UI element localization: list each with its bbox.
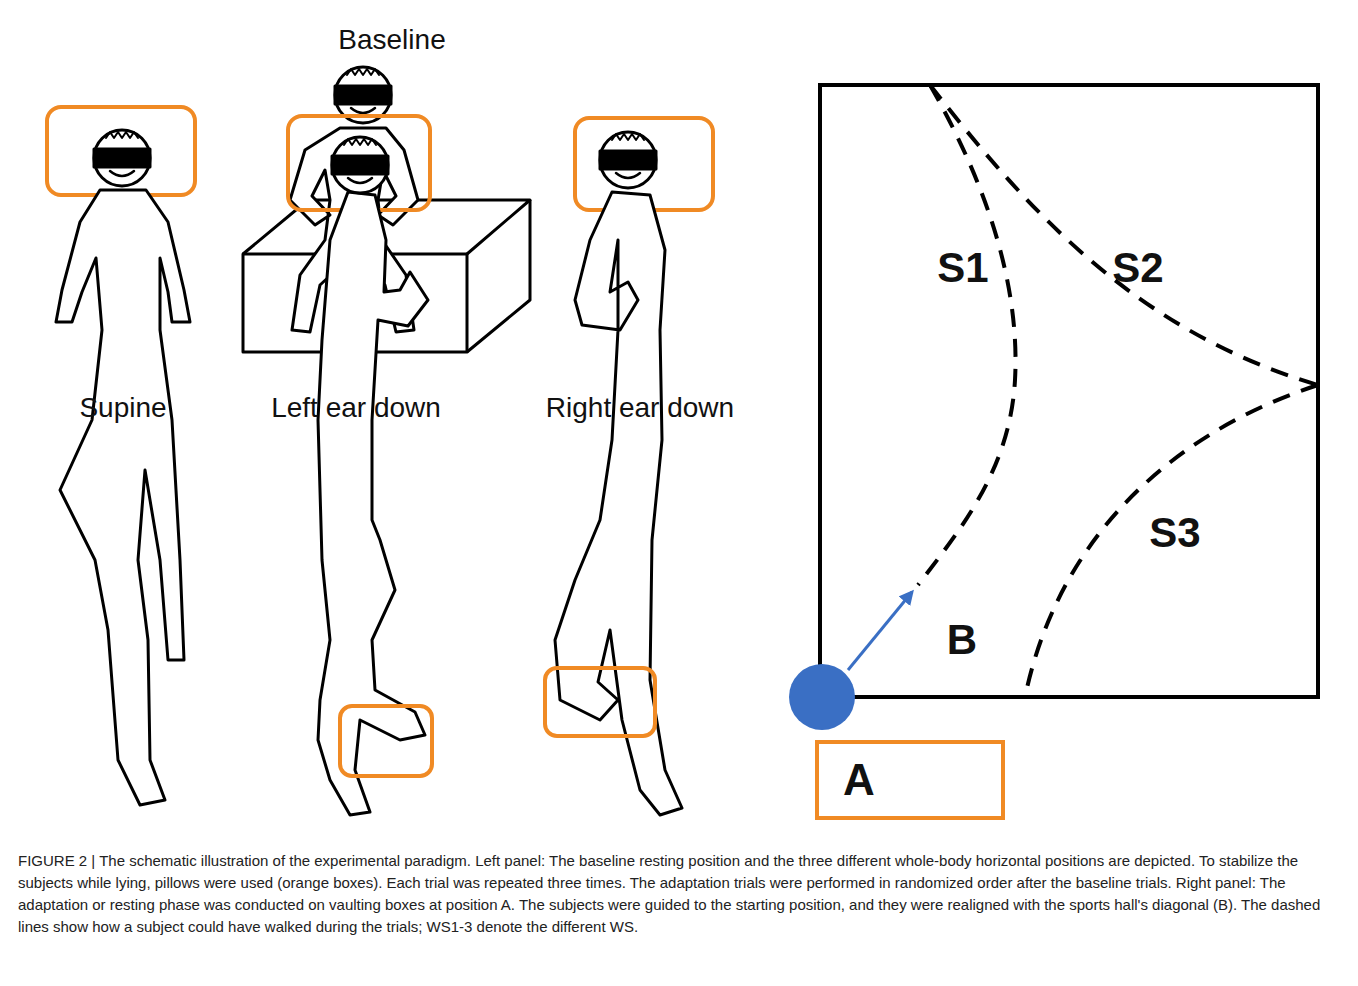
position-letter: A	[843, 755, 875, 805]
side-lying-person	[318, 137, 428, 815]
panel-heading: Baseline	[338, 24, 445, 56]
walking-path	[918, 85, 1318, 697]
path-label: S2	[1112, 244, 1163, 292]
figure-caption: FIGURE 2 | The schematic illustration of…	[18, 850, 1340, 938]
panel-heading: Supine	[79, 392, 166, 424]
start-dot	[789, 664, 855, 730]
position-box: A	[815, 740, 1005, 820]
pillow	[545, 668, 655, 736]
sports-hall	[820, 85, 1318, 697]
path-label: S1	[937, 244, 988, 292]
path-label: S3	[1149, 509, 1200, 557]
pillow	[340, 706, 432, 776]
start-arrow	[848, 592, 912, 670]
supine-person	[56, 130, 190, 805]
panel-heading: Right ear down	[546, 392, 734, 424]
path-label: B	[947, 616, 977, 664]
pillow	[47, 107, 195, 195]
side-lying-person	[555, 132, 682, 815]
panel-heading: Left ear down	[271, 392, 441, 424]
